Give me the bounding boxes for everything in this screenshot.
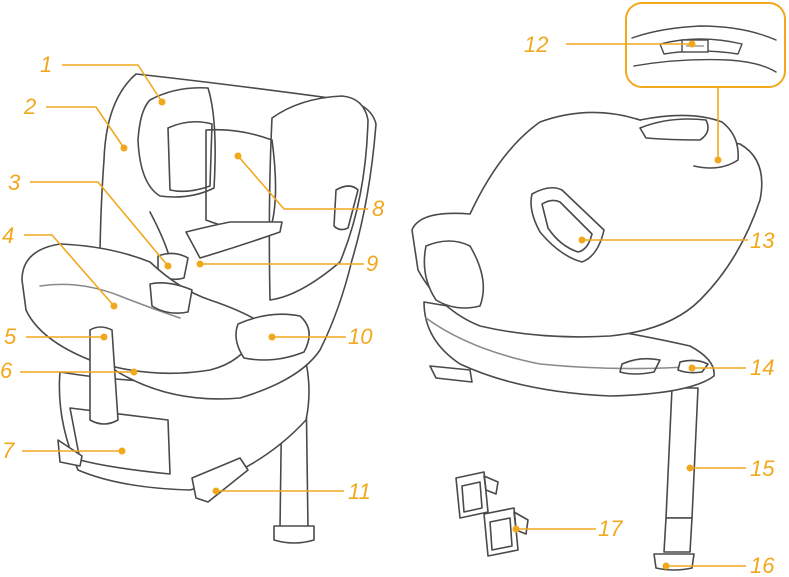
callout-14-label: 14 — [750, 355, 774, 380]
callout-3-label: 3 — [8, 170, 21, 195]
front-view-illustration — [22, 74, 376, 543]
callout-17: 17 — [513, 516, 624, 541]
callout-14-dot — [689, 365, 696, 372]
isofix-guide-top — [456, 472, 488, 518]
callout-13-label: 13 — [750, 228, 775, 253]
callout-8-dot — [235, 153, 242, 160]
callout-5-label: 5 — [4, 324, 17, 349]
callout-15-label: 15 — [750, 456, 775, 481]
callout-15: 15 — [687, 456, 776, 481]
callout-5-dot — [101, 334, 108, 341]
callout-15-dot — [687, 465, 694, 472]
isofix-guide-pair — [456, 472, 528, 556]
callout-9-label: 9 — [366, 251, 378, 276]
callout-2-dot — [121, 145, 128, 152]
callout-12-dot — [689, 41, 696, 48]
callout-2-label: 2 — [23, 94, 36, 119]
callout-8-label: 8 — [372, 196, 385, 221]
inset-detail-box — [626, 3, 785, 87]
callout-7-dot — [119, 448, 126, 455]
front-side-wing — [269, 96, 368, 300]
callout-11-dot — [213, 488, 220, 495]
callout-3-dot — [165, 263, 172, 270]
back-load-leg-lower — [664, 518, 692, 552]
inset-connector-dot — [715, 157, 722, 164]
front-headrest — [138, 88, 215, 197]
callout-6-dot — [131, 369, 138, 376]
callout-13-dot — [579, 237, 586, 244]
front-load-leg-foot — [274, 526, 314, 543]
callout-4-dot — [111, 303, 118, 310]
front-crotch-pad — [150, 283, 192, 313]
back-isofix-arm — [430, 366, 472, 382]
callout-10-label: 10 — [348, 324, 373, 349]
callout-17-label: 17 — [598, 516, 623, 541]
callout-7-label: 7 — [2, 438, 15, 463]
callout-12-label: 12 — [524, 32, 548, 57]
callout-16-dot — [663, 563, 670, 570]
back-load-leg — [666, 388, 698, 518]
callout-6-label: 6 — [0, 358, 13, 383]
callout-11-label: 11 — [348, 479, 371, 504]
callout-1-dot — [159, 99, 166, 106]
callout-4-label: 4 — [2, 223, 14, 248]
callout-1-label: 1 — [40, 52, 52, 77]
back-load-leg-foot — [654, 554, 694, 570]
callout-16-label: 16 — [750, 553, 775, 577]
callout-10-dot — [269, 334, 276, 341]
callout-9-dot — [197, 261, 204, 268]
callout-17-dot — [513, 526, 520, 533]
